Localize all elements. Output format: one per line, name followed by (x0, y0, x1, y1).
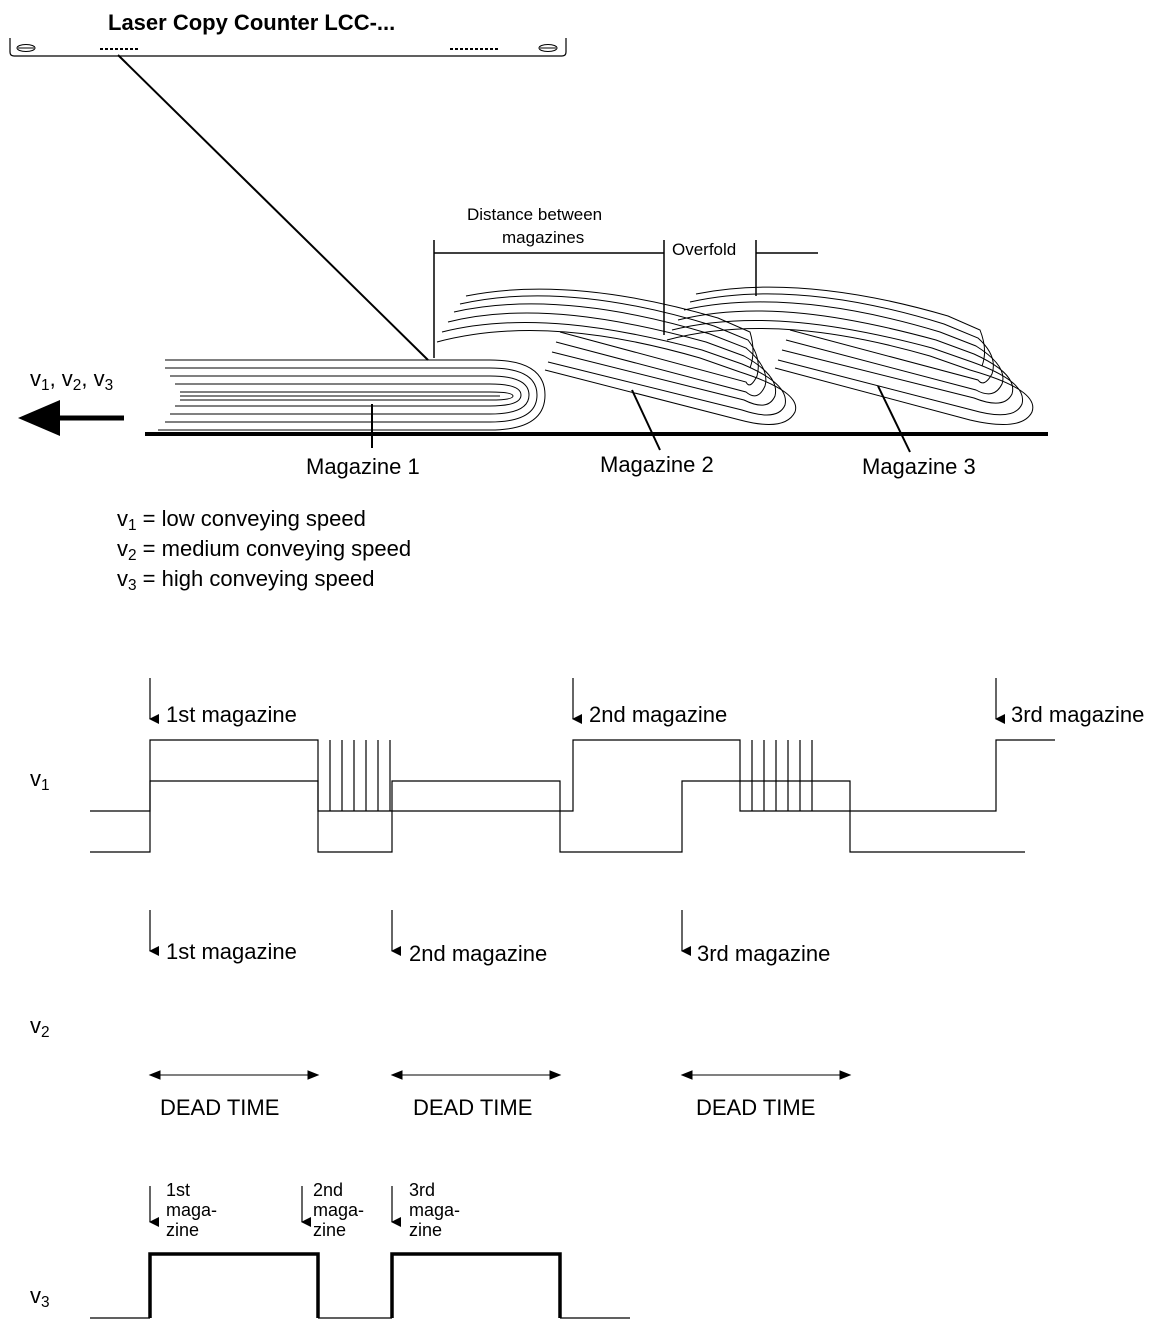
v2-waveform (90, 780, 1025, 853)
magazine-1-label: Magazine 1 (306, 454, 420, 479)
magazine-3-label: Magazine 3 (862, 454, 976, 479)
v3-waveform (90, 1252, 630, 1319)
magazine-2 (436, 288, 797, 451)
page-title: Laser Copy Counter LCC-... (108, 10, 396, 35)
v1-marker-2: 2nd magazine (589, 702, 728, 727)
v3-marker-1: 1st maga- zine (166, 1180, 218, 1240)
v2-marker-1: 1st magazine (166, 939, 297, 964)
v1-markers (149, 678, 1005, 724)
v3-marker-3: 3rd maga- zine (409, 1180, 461, 1240)
v1-waveform (90, 739, 1055, 812)
dead-time-label-3: DEAD TIME (696, 1095, 816, 1120)
dead-time-label-2: DEAD TIME (413, 1095, 533, 1120)
v2-markers (149, 910, 691, 956)
overfold-dimension (755, 240, 818, 296)
speeds-label: v1, v2, v3 (30, 366, 114, 394)
v1-row-label: v1 (30, 766, 50, 794)
v2-row-label: v2 (30, 1013, 50, 1041)
counter-device (9, 38, 567, 57)
direction-arrow (18, 400, 124, 436)
v1-marker-3: 3rd magazine (1011, 702, 1145, 727)
laser-beam (117, 54, 429, 361)
legend-v1: v1 = low conveying speed (117, 506, 366, 534)
v3-markers (149, 1186, 401, 1227)
magazine-1 (158, 359, 546, 448)
distance-label-line2: magazines (502, 228, 585, 247)
v2-marker-2: 2nd magazine (409, 941, 548, 966)
distance-dimension (433, 240, 665, 358)
distance-label-line1: Distance between (467, 205, 603, 224)
v3-row-label: v3 (30, 1283, 50, 1311)
v2-marker-3: 3rd magazine (697, 941, 831, 966)
magazine-3 (666, 286, 1034, 453)
v1-marker-1: 1st magazine (166, 702, 297, 727)
dead-time-label-1: DEAD TIME (160, 1095, 280, 1120)
v3-marker-2: 2nd maga- zine (313, 1180, 365, 1240)
legend-v2: v2 = medium conveying speed (117, 536, 412, 564)
legend-v3: v3 = high conveying speed (117, 566, 375, 594)
overfold-label: Overfold (672, 240, 737, 259)
magazine-2-label: Magazine 2 (600, 452, 714, 477)
dead-time-arrows (148, 1070, 852, 1080)
